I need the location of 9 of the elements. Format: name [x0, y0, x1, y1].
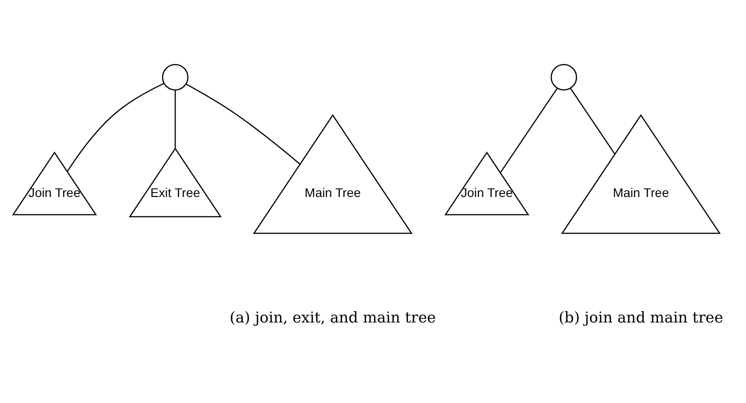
node-circle [550, 64, 578, 90]
connector [570, 87, 616, 154]
connector [66, 82, 164, 172]
node-circle [162, 64, 188, 90]
label: (a) join, exit, and main tree [230, 308, 436, 326]
connector [174, 90, 176, 148]
connector [186, 83, 300, 164]
connector [500, 87, 558, 172]
label: (b) join and main tree [558, 308, 724, 326]
